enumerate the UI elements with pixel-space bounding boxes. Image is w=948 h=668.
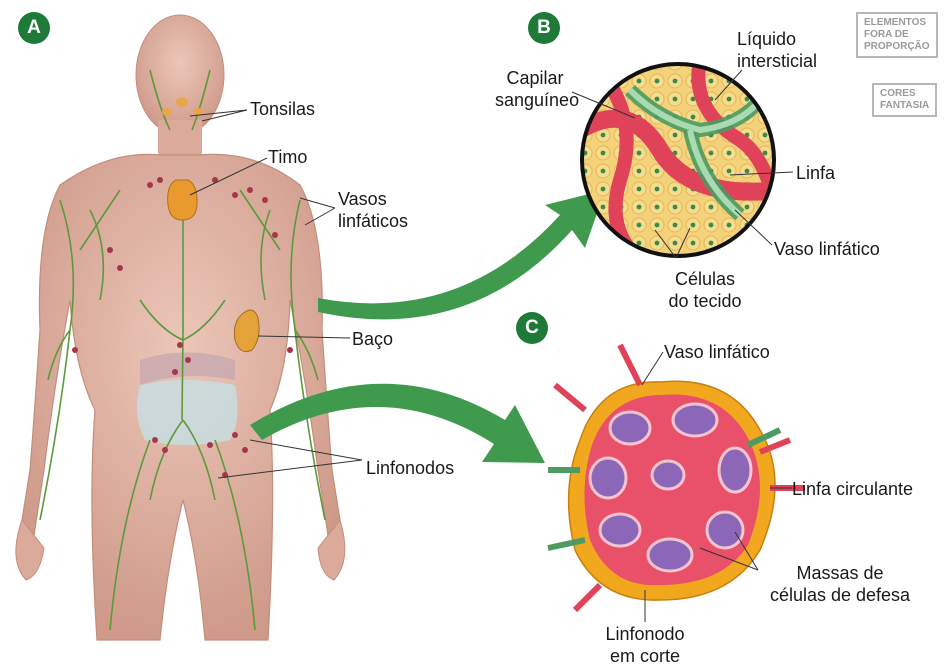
label-line: intersticial	[737, 50, 817, 72]
tag-line-3: PROPORÇÃO	[864, 41, 930, 53]
label-line: Líquido	[737, 28, 817, 50]
badge-a: A	[18, 12, 50, 44]
label-massas-celulas-defesa: Massas de células de defesa	[755, 562, 925, 606]
label-line: células de defesa	[755, 584, 925, 606]
tag-line-1: CORES	[880, 88, 929, 100]
label-line: Vasos	[338, 188, 408, 210]
label-vaso-linfatico-c: Vaso linfático	[664, 341, 770, 363]
tag-line-2: FANTASIA	[880, 100, 929, 112]
label-capilar-sanguineo: Capilar sanguíneo	[495, 67, 575, 111]
label-timo: Timo	[268, 146, 307, 168]
label-celulas-do-tecido: Células do tecido	[655, 268, 755, 312]
label-line: do tecido	[655, 290, 755, 312]
label-line: Capilar	[495, 67, 575, 89]
label-linfonodo-em-corte: Linfonodo em corte	[595, 623, 695, 667]
label-linfonodos: Linfonodos	[366, 457, 454, 479]
thymus	[168, 180, 197, 220]
label-line: Massas de	[755, 562, 925, 584]
label-linfa: Linfa	[796, 162, 835, 184]
label-line: sanguíneo	[495, 89, 575, 111]
label-linfa-circulante: Linfa circulante	[792, 478, 913, 500]
label-liquido-intersticial: Líquido intersticial	[737, 28, 817, 72]
label-vaso-linfatico-b: Vaso linfático	[774, 238, 880, 260]
tag-line-1: ELEMENTOS	[864, 17, 930, 29]
label-baco: Baço	[352, 328, 393, 350]
label-line: em corte	[595, 645, 695, 667]
label-line: linfáticos	[338, 210, 408, 232]
badge-c: C	[516, 312, 548, 344]
label-line: Células	[655, 268, 755, 290]
label-tonsilas: Tonsilas	[250, 98, 315, 120]
arrow-to-c	[250, 384, 545, 463]
tag-line-2: FORA DE	[864, 29, 930, 41]
tag-fantasy-colors: CORES FANTASIA	[872, 83, 937, 117]
tag-out-of-proportion: ELEMENTOS FORA DE PROPORÇÃO	[856, 12, 938, 58]
label-vasos-linfaticos: Vasos linfáticos	[338, 188, 408, 232]
label-line: Linfonodo	[595, 623, 695, 645]
tissue-detail	[578, 60, 780, 260]
badge-b: B	[528, 12, 560, 44]
